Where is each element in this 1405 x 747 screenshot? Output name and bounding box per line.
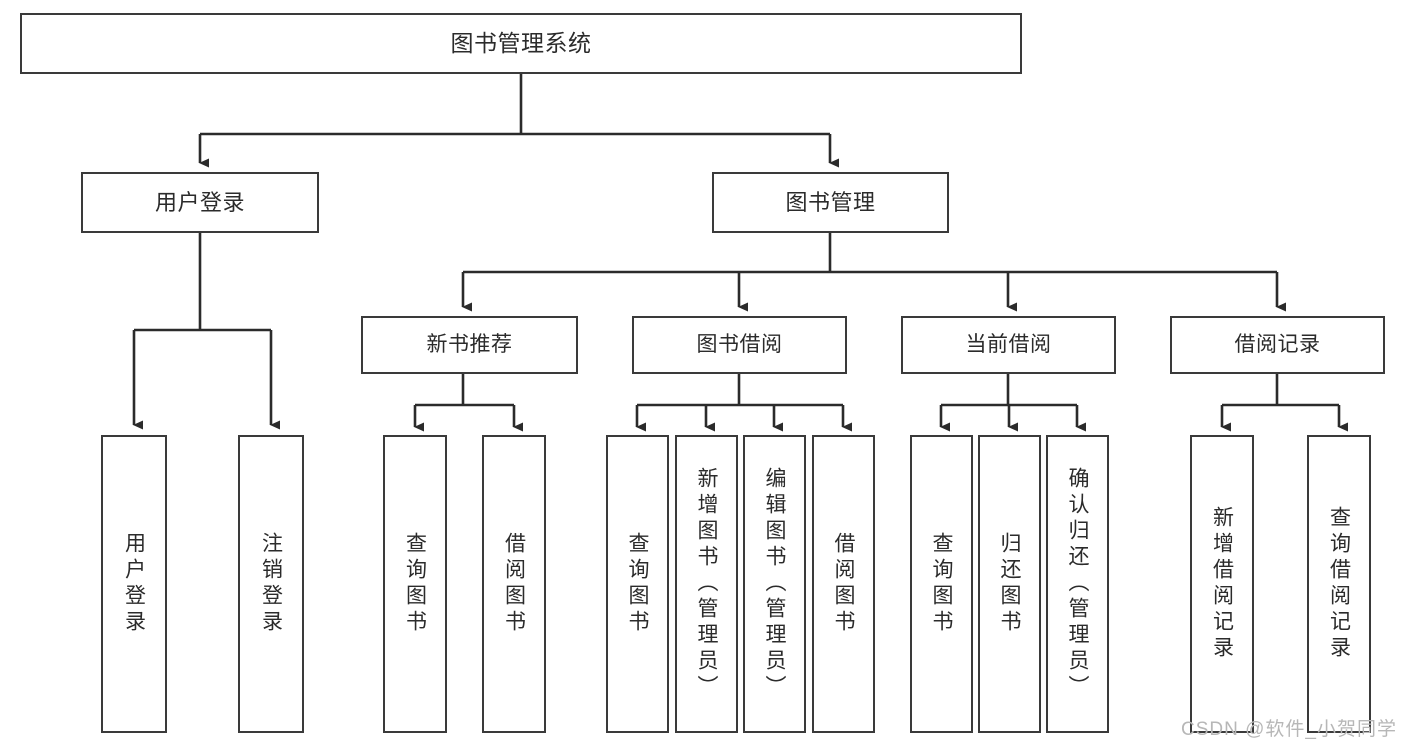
node-book-manage-label: 图书管理	[785, 189, 876, 215]
node-leaf-query-record[interactable]: 查询借阅记录	[1307, 435, 1371, 733]
node-book-borrow-label: 图书借阅	[696, 332, 783, 356]
node-borrow-record[interactable]: 借阅记录	[1170, 316, 1385, 374]
node-leaf-query-book-2-label: 查询图书	[626, 532, 649, 636]
node-leaf-confirm-return[interactable]: 确认归还（管理员）	[1046, 435, 1109, 733]
node-user-login[interactable]: 用户登录	[81, 172, 319, 233]
node-current-borrow-label: 当前借阅	[965, 332, 1052, 356]
node-leaf-edit-book[interactable]: 编辑图书（管理员）	[743, 435, 806, 733]
node-user-login-label: 用户登录	[154, 189, 245, 215]
node-leaf-return-book[interactable]: 归还图书	[978, 435, 1041, 733]
node-current-borrow[interactable]: 当前借阅	[901, 316, 1116, 374]
node-root-label: 图书管理系统	[450, 29, 592, 56]
node-borrow-record-label: 借阅记录	[1234, 332, 1321, 356]
node-leaf-add-record-label: 新增借阅记录	[1210, 506, 1234, 662]
node-leaf-query-book-1[interactable]: 查询图书	[383, 435, 447, 733]
node-leaf-query-book-3[interactable]: 查询图书	[910, 435, 973, 733]
node-leaf-add-book-label: 新增图书（管理员）	[695, 467, 718, 701]
node-new-book-recommend[interactable]: 新书推荐	[361, 316, 578, 374]
node-root-book-management-system[interactable]: 图书管理系统	[20, 13, 1022, 74]
node-leaf-borrow-book-2-label: 借阅图书	[832, 532, 855, 636]
node-leaf-user-login[interactable]: 用户登录	[101, 435, 167, 733]
node-leaf-borrow-book-1-label: 借阅图书	[502, 532, 526, 636]
node-book-manage[interactable]: 图书管理	[712, 172, 949, 233]
node-leaf-borrow-book-1[interactable]: 借阅图书	[482, 435, 546, 733]
node-leaf-edit-book-label: 编辑图书（管理员）	[763, 467, 786, 701]
node-leaf-logout-login-label: 注销登录	[259, 532, 283, 636]
node-leaf-add-book[interactable]: 新增图书（管理员）	[675, 435, 738, 733]
node-book-borrow[interactable]: 图书借阅	[632, 316, 847, 374]
node-leaf-query-record-label: 查询借阅记录	[1327, 506, 1351, 662]
node-leaf-add-record[interactable]: 新增借阅记录	[1190, 435, 1254, 733]
node-new-book-recommend-label: 新书推荐	[426, 332, 513, 356]
node-leaf-confirm-return-label: 确认归还（管理员）	[1066, 467, 1089, 701]
node-leaf-query-book-2[interactable]: 查询图书	[606, 435, 669, 733]
node-leaf-logout-login[interactable]: 注销登录	[238, 435, 304, 733]
node-leaf-borrow-book-2[interactable]: 借阅图书	[812, 435, 875, 733]
node-leaf-query-book-3-label: 查询图书	[930, 532, 953, 636]
node-leaf-user-login-label: 用户登录	[122, 532, 146, 636]
node-leaf-query-book-1-label: 查询图书	[403, 532, 427, 636]
node-leaf-return-book-label: 归还图书	[998, 532, 1021, 636]
